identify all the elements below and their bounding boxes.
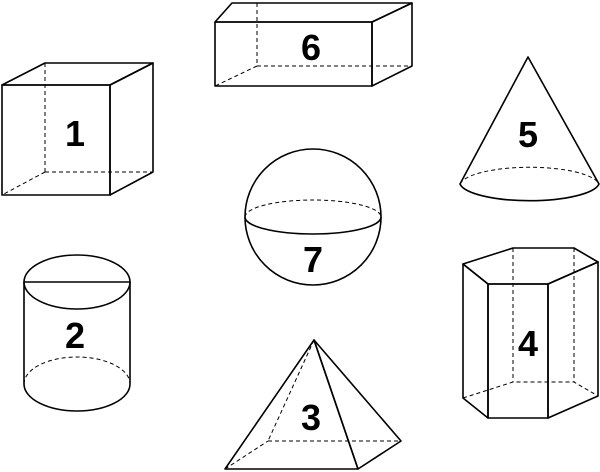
rectangular-prism-label: 6 [301, 27, 321, 68]
sphere-shape: 7 [244, 148, 382, 286]
rectangular-prism-shape: 6 [214, 2, 413, 87]
cylinder-label: 2 [65, 315, 85, 356]
sphere-label: 7 [303, 239, 323, 280]
pyramid-shape: 3 [224, 339, 402, 470]
pyramid-label: 3 [301, 397, 321, 438]
hexagonal-prism-shape: 4 [462, 247, 599, 419]
cone-shape: 5 [459, 56, 600, 202]
cylinder-shape: 2 [23, 254, 131, 412]
cone-label: 5 [518, 114, 538, 155]
cube-shape: 1 [1, 62, 154, 196]
hexagonal-prism-label: 4 [518, 323, 538, 364]
cube-label: 1 [65, 113, 85, 154]
